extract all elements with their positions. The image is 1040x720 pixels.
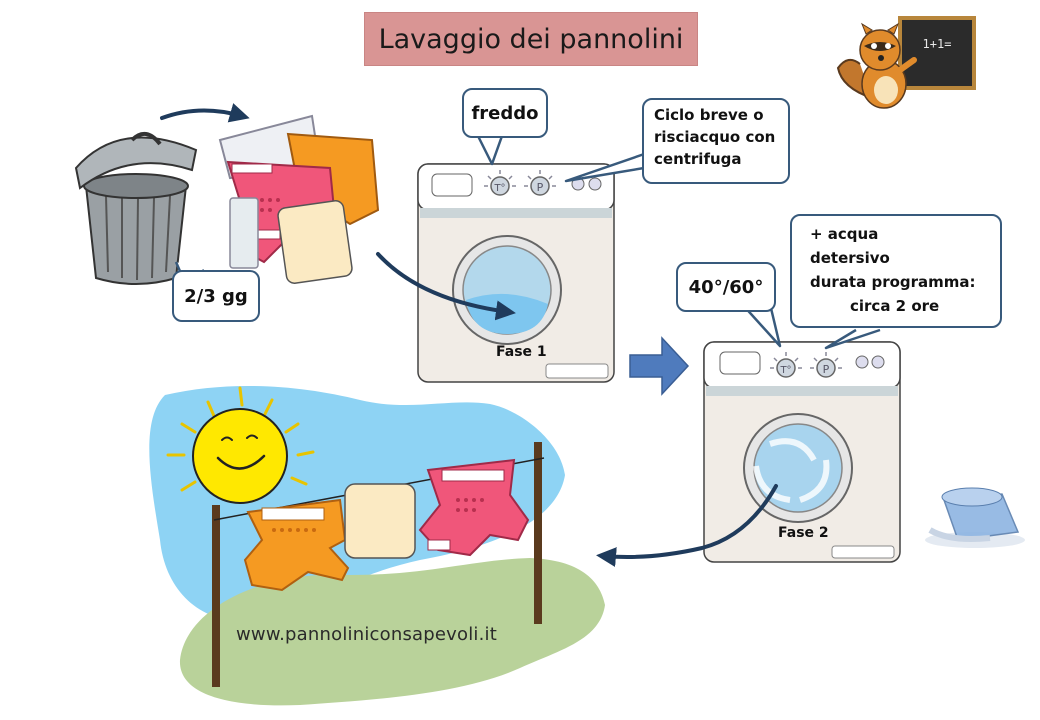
detergent-line-4: circa 2 ore: [850, 297, 940, 315]
sun-icon: [166, 386, 315, 504]
temperature-bubble: 40°/60°: [676, 262, 776, 312]
washer-2-prog-knob-label: P: [823, 363, 830, 376]
dirty-diapers-icon: [218, 114, 380, 284]
program-knob-icon: [810, 352, 842, 378]
program-knob-icon: [524, 170, 556, 196]
detergent-line-3: durata programma:: [810, 273, 976, 291]
washer-1-knobs: [484, 170, 556, 196]
website-url: www.pannoliniconsapevoli.it: [236, 624, 498, 645]
diaper-orange-icon: [243, 498, 350, 592]
detergent-bubble: + acqua detersivo durata programma: circ…: [790, 214, 1002, 328]
drying-scene: [149, 385, 605, 706]
short-cycle-bubble: Ciclo breve o risciacquo con centrifuga: [642, 98, 790, 184]
diaper-insert-icon: [344, 483, 416, 559]
clothesline-pole-right: [534, 442, 542, 624]
phase-2-label: Fase 2: [778, 525, 829, 541]
detergent-line-2: detersivo: [810, 249, 890, 267]
temperature-knob-icon: [770, 352, 802, 378]
storage-time-bubble: 2/3 gg: [172, 270, 260, 322]
short-cycle-line-1: Ciclo breve o: [654, 106, 764, 124]
storage-time-text: 2/3 gg: [184, 285, 248, 307]
detergent-line-1: + acqua: [810, 225, 879, 243]
raccoon-mascot-icon: [836, 16, 976, 109]
arrow-phase1-to-phase2: [629, 336, 690, 396]
diaper-pink-icon: [418, 458, 530, 557]
temperature-text: 40°/60°: [688, 276, 764, 298]
trash-can-icon: [74, 132, 198, 285]
washer-1-prog-knob-label: P: [537, 181, 544, 194]
chalkboard-text: 1+1=: [923, 37, 952, 51]
washing-machine-1: [417, 163, 615, 383]
washer-2-temp-knob-label: T°: [779, 365, 791, 376]
short-cycle-line-3: centrifuga: [654, 150, 742, 168]
short-cycle-line-2: risciacquo con: [654, 128, 776, 146]
cold-water-text: freddo: [471, 102, 539, 124]
arrow-pile-to-washer1: [376, 252, 516, 321]
process-arrows: [160, 103, 778, 567]
cold-water-bubble: freddo: [462, 88, 548, 138]
detergent-cup-icon: [925, 487, 1025, 548]
arrow-washer2-to-line: [596, 484, 778, 567]
grass-shape: [179, 558, 605, 706]
temperature-knob-icon: [484, 170, 516, 196]
clothesline-pole-left: [212, 505, 220, 687]
page-title: Lavaggio dei pannolini: [364, 12, 698, 66]
washer-1-temp-knob-label: T°: [493, 183, 505, 194]
arrow-trash-to-pile: [160, 103, 250, 123]
phase-1-label: Fase 1: [496, 344, 547, 360]
bubble-tails: [174, 135, 881, 350]
washer-2-knobs: [770, 352, 842, 378]
washing-machine-2: [703, 341, 901, 563]
